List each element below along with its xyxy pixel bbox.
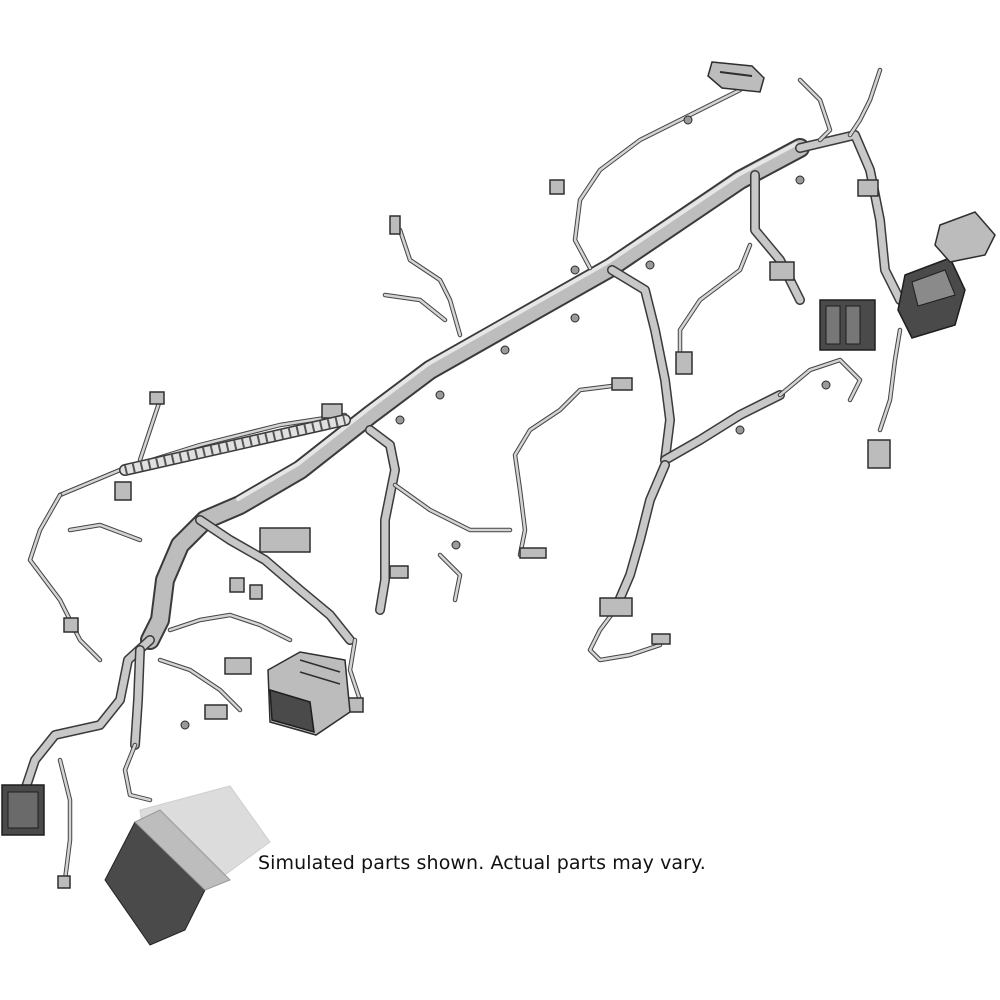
harness-clip xyxy=(395,415,405,425)
harness-clip xyxy=(821,380,831,390)
connector-clip xyxy=(229,577,245,593)
disclaimer-caption: Simulated parts shown. Actual parts may … xyxy=(258,852,706,874)
wire-channel xyxy=(119,414,351,476)
connector-clip xyxy=(389,565,409,579)
thin-wires xyxy=(27,67,903,883)
control-module xyxy=(104,785,271,946)
connector-clip xyxy=(249,584,263,600)
connector-clip xyxy=(519,547,547,559)
connector-block-left xyxy=(1,784,45,836)
connector-clip xyxy=(149,391,165,405)
harness-clip xyxy=(683,115,693,125)
connector-clip xyxy=(857,179,879,197)
connector-dark xyxy=(867,439,891,469)
harness-clip xyxy=(795,175,805,185)
connector-clip xyxy=(611,377,633,391)
harness-clip xyxy=(570,265,580,275)
connector-clip xyxy=(651,633,671,645)
connector-clip xyxy=(63,617,79,633)
harness-clip xyxy=(645,260,655,270)
connector-clip xyxy=(114,481,132,501)
connector-relay xyxy=(769,261,795,281)
harness-clip xyxy=(735,425,745,435)
connector-clip xyxy=(204,704,228,720)
fuse-box-right xyxy=(897,211,996,339)
main-trunk xyxy=(140,138,810,650)
connector-clip xyxy=(224,657,252,675)
harness-clip xyxy=(500,345,510,355)
harness-clip xyxy=(180,720,190,730)
connector-clip xyxy=(549,179,565,195)
connector-terminal xyxy=(57,875,71,889)
connectors xyxy=(57,61,891,889)
connector-cluster xyxy=(599,597,633,617)
harness-clip xyxy=(451,540,461,550)
connector-clip xyxy=(389,215,401,235)
connector-top xyxy=(707,61,765,93)
fuse-box-center xyxy=(267,651,351,736)
connector-clip xyxy=(675,351,693,375)
harness-clip xyxy=(570,313,580,323)
connector-block xyxy=(259,527,311,553)
harness-clip xyxy=(435,390,445,400)
relay-module-right xyxy=(819,299,876,351)
